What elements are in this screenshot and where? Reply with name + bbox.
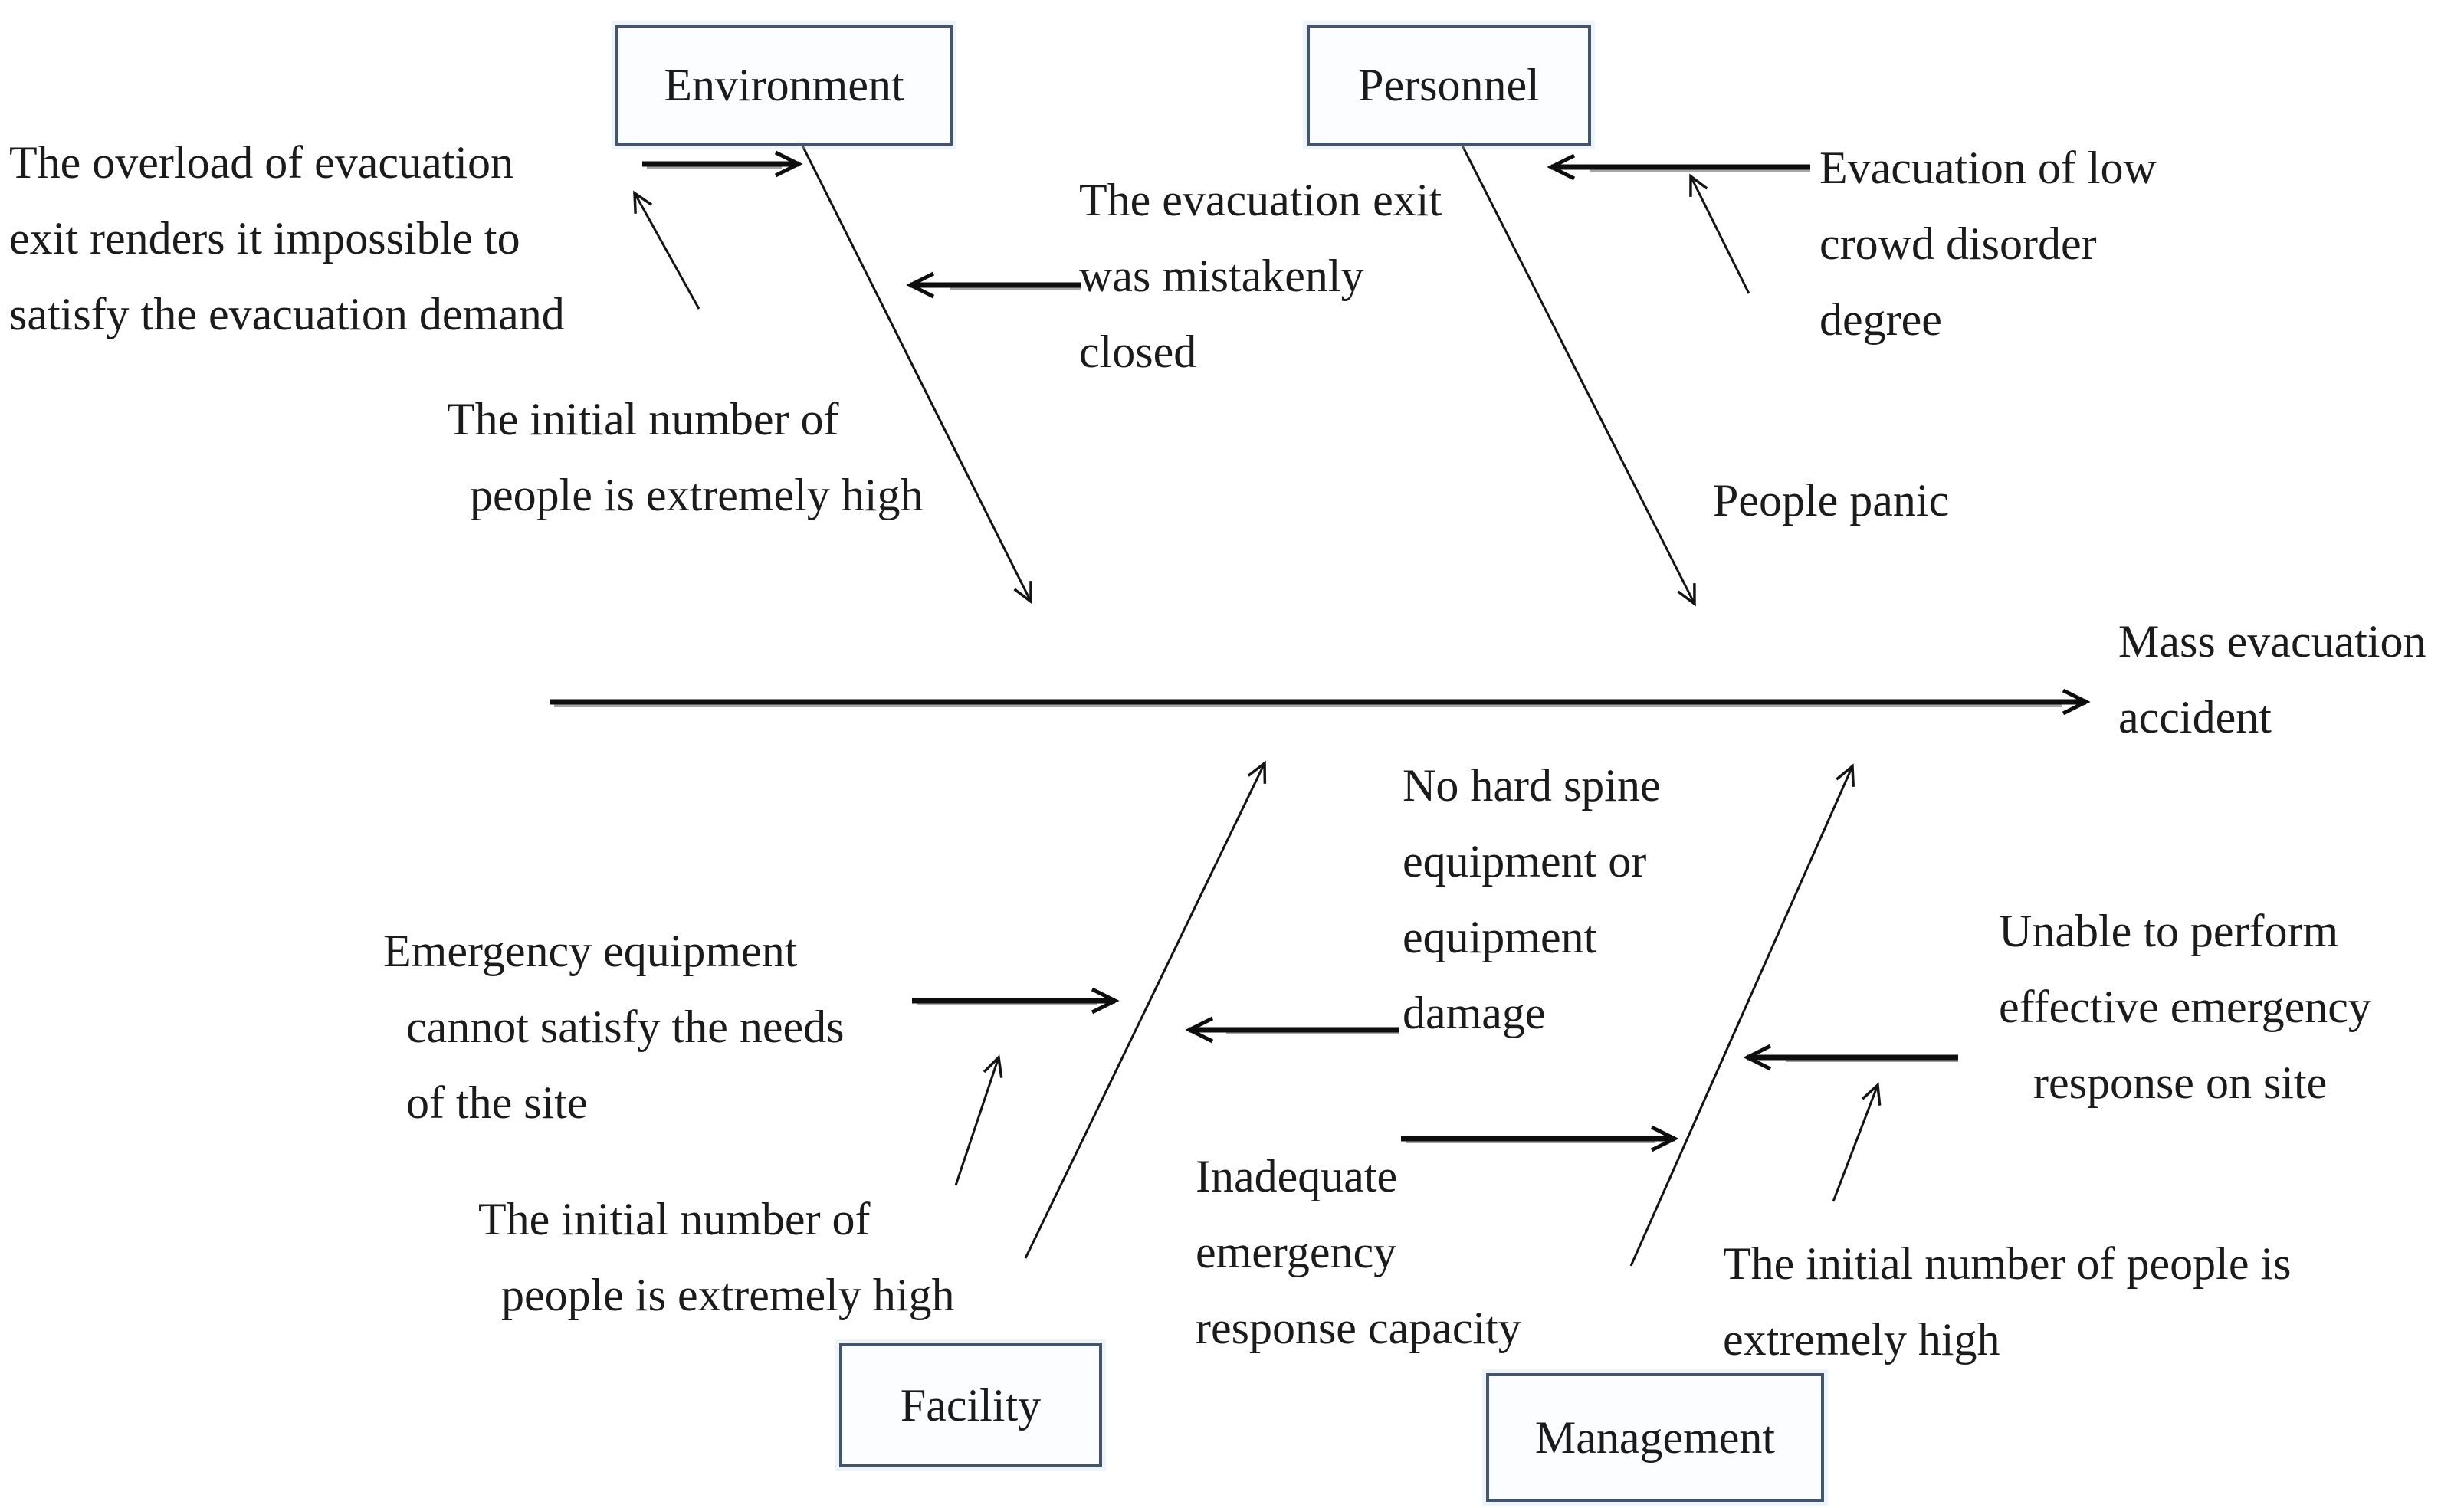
env-initial-number-sub-arrow [633, 190, 700, 310]
cause-label-initial-number-bottom-right: The initial number of people is extremel… [1723, 1238, 2292, 1365]
cause-label-no-hard-spine-equipment: No hard spine equipment or equipment dam… [1403, 760, 1661, 1038]
effect-label: Mass evacuation accident [2118, 616, 2426, 743]
cause-label-emergency-equipment: Emergency equipment cannot satisfy the n… [383, 926, 845, 1128]
category-box-management: Management [1486, 1373, 1824, 1502]
cause-label-inadequate-response-capacity: Inadequate emergency response capacity [1196, 1151, 1521, 1353]
category-label-management: Management [1534, 1411, 1776, 1463]
cause-label-crowd-disorder-degree: Evacuation of low crowd disorder degree [1819, 143, 2157, 345]
cause-label-unable-effective-response: Unable to perform effective emergency re… [1999, 906, 2371, 1108]
cause-label-exit-mistakenly-closed: The evacuation exit was mistakenly close… [1079, 175, 1442, 377]
cause-label-initial-number-top: The initial number of people is extremel… [447, 394, 924, 520]
category-box-personnel: Personnel [1307, 25, 1591, 146]
personnel-crowd-sub-arrow [1689, 173, 1750, 294]
cause-label-initial-number-bottom-left: The initial number of people is extremel… [478, 1194, 955, 1320]
environment-branch-line [800, 143, 1032, 605]
management-initial-number-sub-arrow [1832, 1082, 1882, 1202]
category-label-environment: Environment [664, 59, 904, 110]
personnel-branch-line [1460, 143, 1696, 607]
facility-branch-line [1024, 760, 1267, 1259]
category-label-facility: Facility [900, 1379, 1042, 1431]
category-box-environment: Environment [615, 25, 953, 146]
management-branch-line [1629, 763, 1855, 1267]
category-label-personnel: Personnel [1358, 59, 1540, 110]
cause-label-people-panic: People panic [1713, 475, 1950, 526]
cause-label-overload-evacuation-exit: The overload of evacuation exit renders … [9, 137, 565, 339]
category-box-facility: Facility [839, 1343, 1102, 1467]
facility-initial-number-sub-arrow [954, 1054, 1003, 1186]
